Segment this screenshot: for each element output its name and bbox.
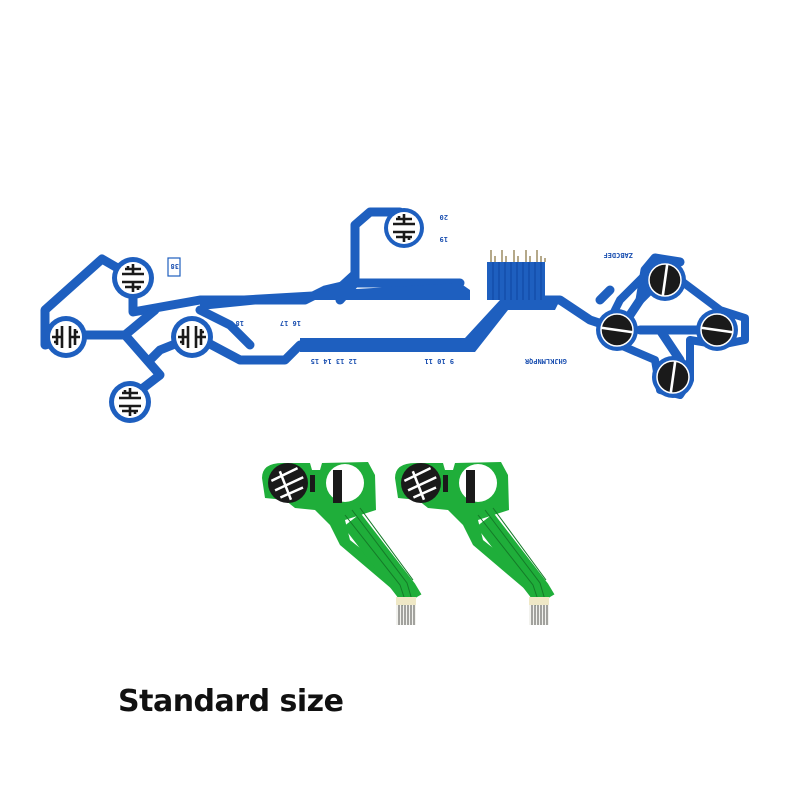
label-zabcdef: ZABCDEF — [603, 251, 633, 259]
contact-pad — [596, 309, 638, 351]
contact-pad — [652, 356, 694, 398]
caption-text: Standard size — [118, 684, 344, 719]
connector-pins — [490, 250, 546, 262]
contact-pad — [45, 316, 87, 358]
label-12-15: 12 13 14 15 — [311, 357, 357, 365]
label-9-11: 9 10 11 — [424, 357, 454, 365]
label-19: 19 — [440, 235, 448, 243]
blue-membrane-ribbon: 38 20 19 18 16 17 12 13 14 15 9 10 11 GH… — [40, 207, 749, 423]
contact-pad — [696, 309, 738, 351]
label-ghjklmnpqr: GHJKLMNPQR — [524, 357, 567, 365]
label-20: 20 — [440, 213, 448, 221]
green-trigger-ribbon — [262, 462, 422, 625]
contact-pad — [644, 259, 686, 301]
contact-pad — [112, 257, 154, 299]
green-trigger-ribbon — [395, 462, 549, 625]
contact-pad — [171, 316, 213, 358]
contact-pad — [109, 381, 151, 423]
label-box — [167, 257, 181, 277]
label-16-17: 16 17 — [280, 319, 301, 327]
contact-pad — [384, 208, 424, 248]
label-38: 38 — [171, 262, 179, 270]
label-18: 18 — [236, 319, 244, 327]
